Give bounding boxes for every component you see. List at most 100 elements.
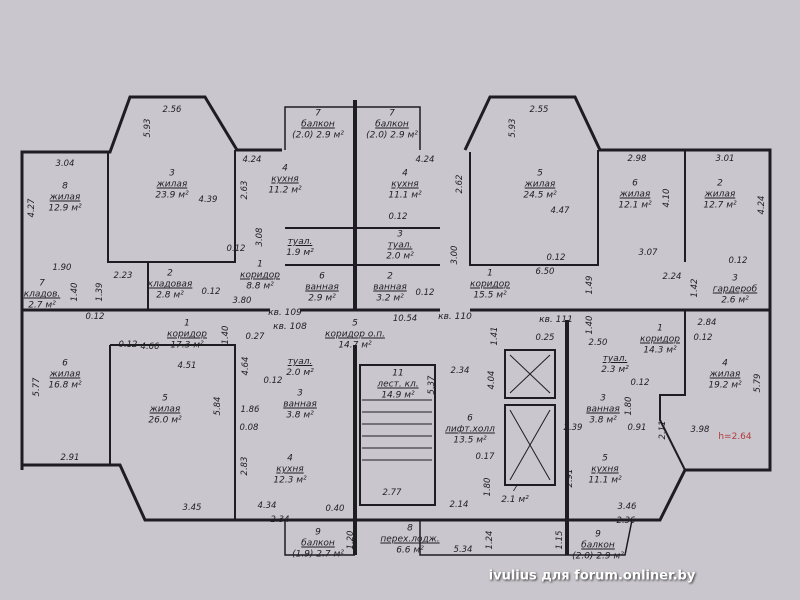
dimension-label: 1.86 xyxy=(240,405,260,415)
room-num: 9 xyxy=(315,527,321,538)
dimension-label: 0.27 xyxy=(245,332,265,342)
room-num: 1 xyxy=(184,318,190,329)
room-name: лифт.холл xyxy=(445,424,495,435)
room-label: туал.2.3 м² xyxy=(601,354,629,376)
dimension-label: 0.12 xyxy=(415,288,435,298)
room-name: коридор xyxy=(167,329,207,340)
room-name: жилая xyxy=(524,179,556,190)
room-num: 1 xyxy=(257,259,263,270)
dimension-label: 2.91 xyxy=(60,453,80,463)
outer-wall-bottom-right xyxy=(600,468,755,522)
room-num: 6 xyxy=(319,271,325,282)
dimension-label: 6.50 xyxy=(535,267,555,277)
room-area: (2.0) 2.9 м² xyxy=(292,130,344,141)
room-name: жилая xyxy=(49,192,81,203)
room-name: туал. xyxy=(602,354,628,364)
dimension-label: 4.39 xyxy=(198,195,218,205)
room-num: 3 xyxy=(297,388,303,399)
ceiling-height-mark: h=2.64 xyxy=(718,432,752,442)
room-num: 6 xyxy=(632,178,638,189)
room-area: 14.7 м² xyxy=(338,340,372,351)
dimension-label: 1.40 xyxy=(585,315,595,335)
room-name: жилая xyxy=(49,369,81,380)
dimension-label: 1.24 xyxy=(485,530,495,550)
dimension-label: 0.12 xyxy=(85,312,105,322)
room-name: гардероб xyxy=(712,284,758,295)
room-area: 12.1 м² xyxy=(618,200,652,211)
dimension-label: 2.55 xyxy=(529,105,549,115)
room-name: балкон xyxy=(301,538,335,549)
dimension-label: 2.34 xyxy=(450,366,470,376)
dimension-label: 4.47 xyxy=(550,206,570,216)
dimension-label: 3.98 xyxy=(690,425,710,435)
dimension-label: 3.07 xyxy=(638,248,658,258)
dimension-label: 0.12 xyxy=(201,287,221,297)
dimension-label: 2.50 xyxy=(588,338,608,348)
room-name: туал. xyxy=(287,237,313,247)
room-area: 26.0 м² xyxy=(148,415,182,426)
room-name: кладовая xyxy=(147,279,193,290)
room-name: туал. xyxy=(287,357,313,367)
room-area: (1.9) 2.7 м² xyxy=(292,549,344,560)
room-num: 6 xyxy=(467,413,473,424)
room-area: 2.7 м² xyxy=(28,300,56,311)
dimension-label: 2.83 xyxy=(240,456,250,476)
room-num: 2 xyxy=(717,178,723,189)
dimension-label: 4.27 xyxy=(27,198,37,218)
room-num: 1 xyxy=(487,268,493,279)
dimension-label: 0.12 xyxy=(728,256,748,266)
room-area: 1.9 м² xyxy=(286,248,314,258)
room-area: 16.8 м² xyxy=(48,380,82,391)
dimension-label: 3.04 xyxy=(55,159,75,169)
room-name: кухня xyxy=(591,464,619,475)
room-area: 8.8 м² xyxy=(246,281,274,292)
room-area: 2.0 м² xyxy=(386,251,414,262)
room-area: 3.8 м² xyxy=(589,415,617,426)
room-area: 2.0 м² xyxy=(286,368,314,378)
room-name: жилая xyxy=(156,179,188,190)
room-num: 4 xyxy=(722,358,728,369)
dimension-label: 10.54 xyxy=(392,314,418,324)
dimension-label: 2.11 xyxy=(658,420,668,440)
dimension-label: 1.80 xyxy=(483,477,493,497)
dimension-label: 1.40 xyxy=(221,325,231,345)
dimension-label: 1.49 xyxy=(585,275,595,295)
room-area: 3.2 м² xyxy=(376,293,404,304)
room-area: 14.9 м² xyxy=(381,390,415,401)
dimension-label: 2.91 xyxy=(565,468,575,488)
room-num: 2 xyxy=(167,268,173,279)
room-num: 3 xyxy=(397,229,403,240)
dimension-label: 1.20 xyxy=(346,530,356,550)
dimension-label: 0.12 xyxy=(226,244,246,254)
room-name: коридор xyxy=(470,279,510,290)
dimension-label: 0.40 xyxy=(325,504,345,514)
dimension-label: 4.04 xyxy=(487,370,497,390)
room-num: 1 xyxy=(657,323,663,334)
room-label: туал.2.0 м² xyxy=(286,357,314,379)
dimension-label: 3.46 xyxy=(617,502,637,512)
room-name: ванная xyxy=(373,282,407,293)
room-area: 6.6 м² xyxy=(396,545,424,556)
room-name: жилая xyxy=(709,369,741,380)
dimension-label: 0.25 xyxy=(535,333,555,343)
dimension-label: 0.08 xyxy=(239,423,259,433)
room-num: 4 xyxy=(402,168,408,179)
room-area: 12.3 м² xyxy=(273,475,307,486)
room-name: кухня xyxy=(271,174,299,185)
dimension-label: 2.98 xyxy=(627,154,647,164)
room-area: 23.9 м² xyxy=(155,190,189,201)
dimension-label: 2.34 xyxy=(270,515,290,525)
dimension-label: 4.51 xyxy=(177,361,197,371)
room-name: балкон xyxy=(301,119,335,130)
room-num: 3 xyxy=(600,393,606,404)
